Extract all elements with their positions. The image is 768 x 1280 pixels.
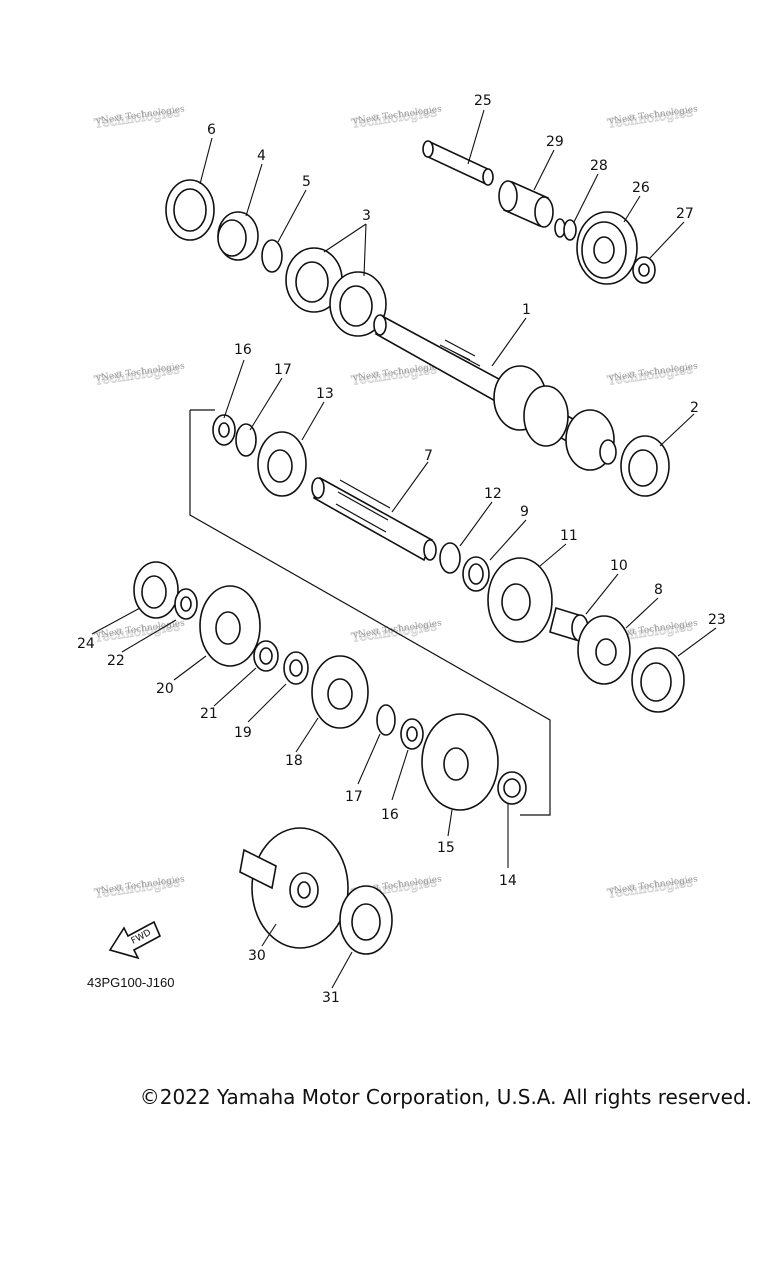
assembly-outline — [189, 409, 551, 816]
label-9: 9 — [520, 504, 529, 520]
part-number-labels: 6 4 5 3 25 29 28 26 27 1 2 16 17 13 7 12… — [77, 93, 726, 1006]
label-28: 28 — [590, 158, 608, 174]
part-1-main-axle — [373, 314, 617, 471]
label-4: 4 — [257, 148, 266, 164]
part-15-gear — [421, 713, 499, 811]
part-6-oil-seal — [165, 179, 215, 241]
part-26-gear — [576, 211, 638, 285]
label-5: 5 — [302, 174, 311, 190]
part-5-o-ring — [261, 239, 283, 273]
fwd-arrow-icon: FWD — [108, 920, 162, 960]
part-12-circlip — [439, 542, 461, 574]
label-18: 18 — [285, 753, 303, 769]
part-19-washer — [283, 651, 309, 685]
label-21: 21 — [200, 706, 218, 722]
label-30: 30 — [248, 948, 266, 964]
label-22: 22 — [107, 653, 125, 669]
part-2-bearing — [620, 435, 670, 497]
label-26: 26 — [632, 180, 650, 196]
diagram-code: 43PG100-J160 — [87, 975, 174, 990]
part-13-gear — [257, 431, 307, 497]
label-11: 11 — [560, 528, 578, 544]
label-27: 27 — [676, 206, 694, 222]
label-8: 8 — [654, 582, 663, 598]
part-27-washer — [632, 256, 656, 284]
label-19: 19 — [234, 725, 252, 741]
label-13: 13 — [316, 386, 334, 402]
part-4-collar — [217, 211, 259, 261]
label-1: 1 — [522, 302, 531, 318]
part-31-bearing — [339, 885, 393, 955]
part-11-gear — [487, 557, 553, 643]
part-14-bushing — [497, 771, 527, 805]
label-29: 29 — [546, 134, 564, 150]
part-20-gear — [199, 585, 261, 667]
label-6: 6 — [207, 122, 216, 138]
label-10: 10 — [610, 558, 628, 574]
part-3-bearings — [285, 247, 387, 337]
part-17-circlip-upper — [235, 423, 257, 457]
part-10-needle-bearing — [549, 606, 589, 642]
copyright-notice: ©2022 Yamaha Motor Corporation, U.S.A. A… — [139, 1085, 752, 1109]
part-7-drive-axle — [311, 476, 437, 562]
label-16-upper: 16 — [234, 342, 252, 358]
label-23: 23 — [708, 612, 726, 628]
label-25: 25 — [474, 93, 492, 109]
part-25-shaft — [422, 140, 494, 186]
part-28-needle-bearing — [554, 218, 577, 241]
part-23-bearing — [631, 647, 685, 713]
part-29-collar — [498, 180, 554, 228]
part-16-washer-upper — [212, 414, 236, 446]
label-15: 15 — [437, 840, 455, 856]
part-21-bushing — [253, 640, 279, 672]
part-24-bearing — [133, 561, 179, 619]
part-18-dog-gear — [311, 655, 369, 729]
part-22-washer — [174, 588, 198, 620]
label-17-lower: 17 — [345, 789, 363, 805]
label-2: 2 — [690, 400, 699, 416]
part-9-washer — [462, 556, 490, 592]
label-14: 14 — [499, 873, 517, 889]
label-16-lower: 16 — [381, 807, 399, 823]
label-12: 12 — [484, 486, 502, 502]
label-3: 3 — [362, 208, 371, 224]
part-16-washer-lower — [400, 718, 424, 750]
part-30-kick-gear — [239, 827, 349, 949]
leader-lines — [91, 109, 717, 989]
label-17-upper: 17 — [274, 362, 292, 378]
label-31: 31 — [322, 990, 340, 1006]
label-24: 24 — [77, 636, 95, 652]
part-8-dog-gear — [577, 615, 631, 685]
label-7: 7 — [424, 448, 433, 464]
label-20: 20 — [156, 681, 174, 697]
part-17-circlip-lower — [376, 704, 396, 736]
